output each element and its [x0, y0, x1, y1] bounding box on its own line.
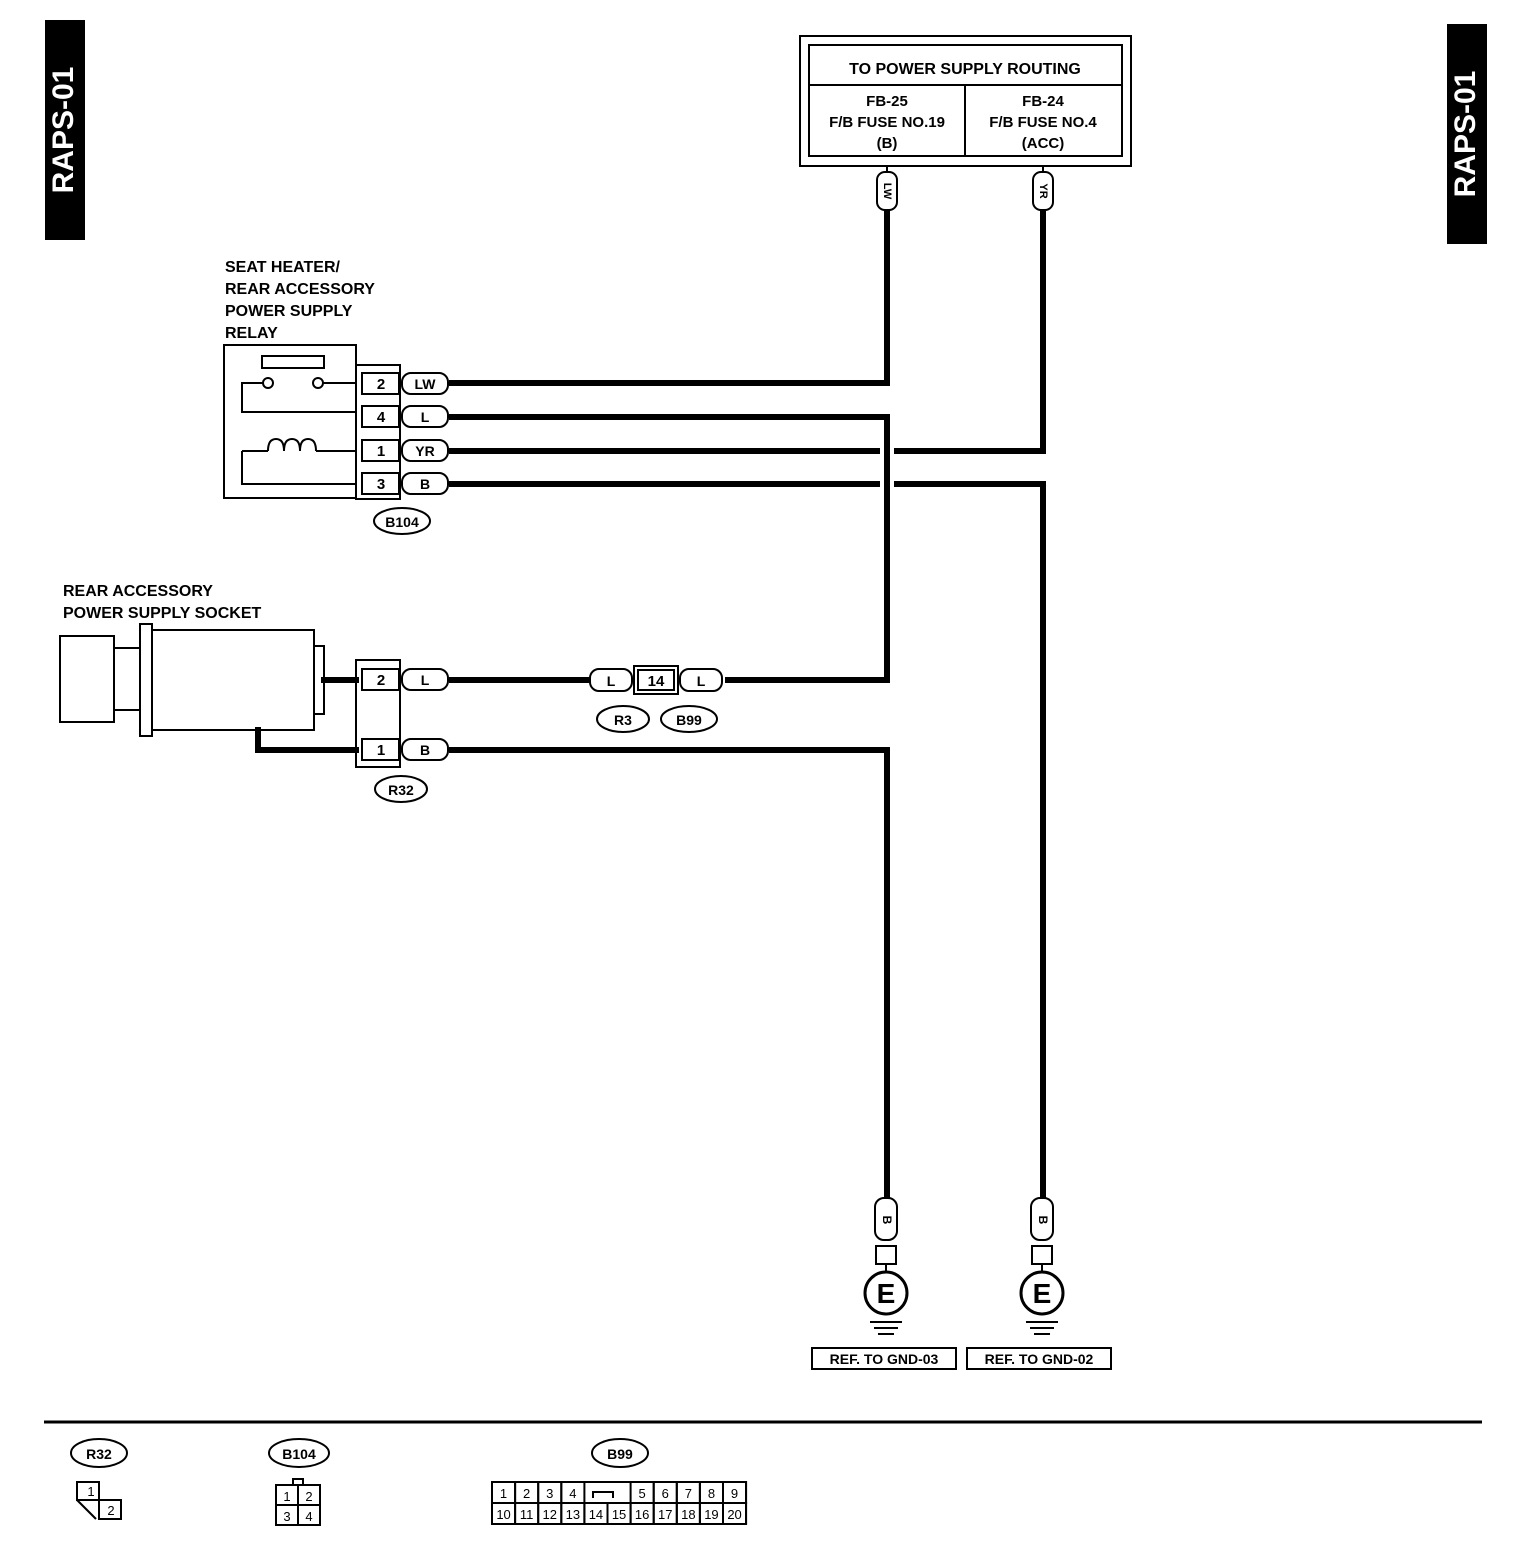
- b104-view-pin-3: 3: [283, 1509, 290, 1524]
- wire-b-socket: [449, 747, 890, 1203]
- wire-l-relay: [449, 414, 890, 683]
- b99-view-pin: 10: [496, 1507, 510, 1522]
- socket-label-line1: REAR ACCESSORY: [63, 583, 213, 600]
- b104-view-pin-2: 2: [305, 1489, 312, 1504]
- wire-tag-lw-top-text: LW: [881, 183, 893, 200]
- relay-pin-c: 1: [377, 443, 385, 460]
- power-socket: REAR ACCESSORY POWER SUPPLY SOCKET 2 1 L…: [59, 583, 449, 803]
- socket-wire-a: L: [421, 672, 430, 688]
- b99-view-pin: 6: [662, 1486, 669, 1501]
- joint-left-wire: L: [607, 673, 616, 689]
- relay-wire-d: B: [420, 476, 430, 492]
- power-box-left-line1: FB-25: [866, 93, 908, 110]
- joint-left-connector: R3: [614, 712, 632, 728]
- ground-03: B E REF. TO GND-03: [811, 1197, 957, 1370]
- relay-connector-name: B104: [385, 514, 419, 530]
- wire-tag-yr-top-text: YR: [1037, 183, 1049, 198]
- relay-pin-b: 4: [377, 409, 386, 426]
- connector-view-r32: R32 1 2: [70, 1438, 128, 1520]
- b99-view-pin: 20: [727, 1507, 741, 1522]
- page-label-left: RAPS-01: [45, 20, 85, 240]
- power-box-title: TO POWER SUPPLY ROUTING: [849, 61, 1081, 78]
- wire-b-relay: [449, 481, 1046, 1203]
- r32-view-name: R32: [86, 1446, 112, 1462]
- b99-view-pin: 5: [639, 1486, 646, 1501]
- b99-view-pin: 7: [685, 1486, 692, 1501]
- wire-tag-lw-top: LW: [876, 166, 898, 211]
- relay-wire-c: YR: [415, 443, 434, 459]
- relay-label-line4: RELAY: [225, 325, 278, 342]
- ground-02-symbol: E: [1033, 1278, 1052, 1309]
- b99-view-pin: 14: [589, 1507, 603, 1522]
- b99-view-pin: 19: [704, 1507, 718, 1522]
- power-supply-box: TO POWER SUPPLY ROUTING FB-25 F/B FUSE N…: [799, 35, 1132, 167]
- relay-body: [223, 344, 357, 499]
- wire-yr: [449, 209, 1046, 454]
- wires: [449, 209, 1046, 1203]
- relay-wire-b: L: [421, 409, 430, 425]
- page-label-left-text: RAPS-01: [47, 67, 80, 194]
- ground-02-wire: B: [1036, 1216, 1050, 1225]
- connector-view-b104: B104 1 2 3 4: [268, 1438, 330, 1526]
- page-label-right: RAPS-01: [1447, 24, 1487, 244]
- b99-view-pin: 8: [708, 1486, 715, 1501]
- joint-pin: 14: [648, 673, 665, 690]
- ground-03-wire: B: [880, 1216, 894, 1225]
- ground-02-ref: REF. TO GND-02: [985, 1351, 1094, 1367]
- b99-view-pin: 9: [731, 1486, 738, 1501]
- relay-label-line3: POWER SUPPLY: [225, 303, 353, 320]
- socket-wire-b: B: [420, 742, 430, 758]
- relay-pin-a: 2: [377, 376, 385, 393]
- r32-view-pin-a: 1: [87, 1484, 94, 1499]
- power-box-right-line2: F/B FUSE NO.4: [989, 114, 1097, 131]
- b99-view-pin: 17: [658, 1507, 672, 1522]
- power-box-left-line2: F/B FUSE NO.19: [829, 114, 945, 131]
- joint-connector: L 14 L R3 B99: [589, 665, 723, 733]
- b99-view-pin: 2: [523, 1486, 530, 1501]
- wire-crossovers: [880, 437, 894, 498]
- b99-view-pin: 1: [500, 1486, 507, 1501]
- power-box-right-line1: FB-24: [1022, 93, 1064, 110]
- relay-pin-d: 3: [377, 476, 385, 493]
- b104-view-pin-1: 1: [283, 1489, 290, 1504]
- b99-view-pin: 13: [566, 1507, 580, 1522]
- relay: SEAT HEATER/ REAR ACCESSORY POWER SUPPLY…: [223, 259, 449, 535]
- socket-pin-b: 1: [377, 742, 385, 759]
- b99-view-pin: 3: [546, 1486, 553, 1501]
- wire-tag-yr-top: YR: [1032, 166, 1054, 211]
- relay-label-line1: SEAT HEATER/: [225, 259, 341, 276]
- ground-02: B E REF. TO GND-02: [966, 1197, 1112, 1370]
- joint-right-wire: L: [697, 673, 706, 689]
- page-label-right-text: RAPS-01: [1449, 71, 1482, 198]
- b99-view-pin: 15: [612, 1507, 626, 1522]
- power-box-right-line3: (ACC): [1022, 135, 1065, 152]
- b99-view-name: B99: [607, 1446, 633, 1462]
- b99-view-pin: 16: [635, 1507, 649, 1522]
- socket-label-line2: POWER SUPPLY SOCKET: [63, 605, 261, 622]
- power-box-left-line3: (B): [877, 135, 898, 152]
- ground-03-ref: REF. TO GND-03: [830, 1351, 939, 1367]
- b104-view-pin-4: 4: [305, 1509, 312, 1524]
- relay-label-line2: REAR ACCESSORY: [225, 281, 375, 298]
- socket-connector-name: R32: [388, 782, 414, 798]
- b104-view-name: B104: [282, 1446, 316, 1462]
- b99-view-pin: 11: [520, 1507, 534, 1522]
- b99-view-pin: 18: [681, 1507, 695, 1522]
- ground-03-symbol: E: [877, 1278, 896, 1309]
- b99-view-pin: 4: [569, 1486, 576, 1501]
- joint-right-connector: B99: [676, 712, 702, 728]
- socket-pin-a: 2: [377, 672, 385, 689]
- b99-latch-mark: [592, 1491, 614, 1498]
- r32-view-pin-b: 2: [107, 1503, 114, 1518]
- wire-lw: [449, 209, 890, 386]
- relay-wire-a: LW: [415, 376, 437, 392]
- b99-view-pin: 12: [543, 1507, 557, 1522]
